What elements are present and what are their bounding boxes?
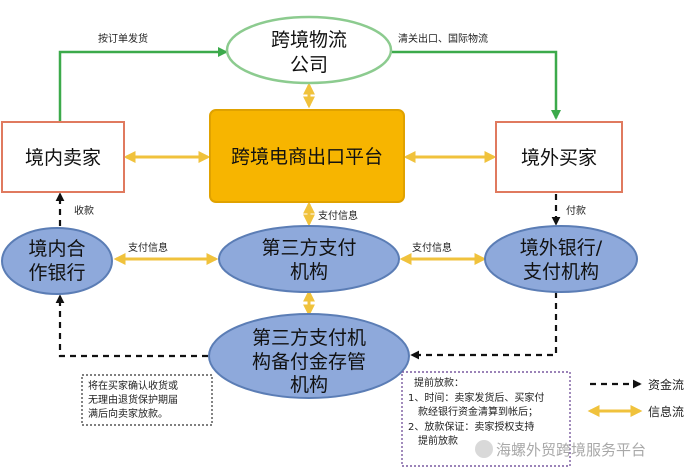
node-third-party-payment: 第三方支付 机构 xyxy=(218,225,400,293)
node-escrow: 第三方支付机 构备付金存管 机构 xyxy=(208,313,410,399)
note-right-line2: 款经银行资金清算到帐后； xyxy=(418,405,538,418)
legend: 资金流 信息流 xyxy=(587,377,684,419)
label-payment-info-right: 支付信息 xyxy=(412,241,452,254)
logistics-line2: 公司 xyxy=(290,54,328,76)
label-ship-by-order: 按订单发货 xyxy=(98,32,148,45)
arrow-escrow-to-bank xyxy=(55,294,208,358)
node-domestic-bank: 境内合 作银行 xyxy=(1,227,113,295)
node-logistics: 跨境物流 公司 xyxy=(225,15,393,85)
label-collect: 收款 xyxy=(74,204,94,217)
domestic-bank-line1: 境内合 xyxy=(28,238,85,260)
legend-funds-label: 资金流 xyxy=(648,377,684,392)
payment-line1: 第三方支付 xyxy=(261,237,356,259)
note-left: 将在买家确认收货或 无理由退货保护期届 满后向卖家放款。 xyxy=(81,374,213,426)
watermark-text: 海螺外贸跨境服务平台 xyxy=(496,441,646,459)
note-left-line1: 将在买家确认收货或 xyxy=(88,379,178,392)
label-customs-intl: 清关出口、国际物流 xyxy=(398,32,488,45)
label-payment-info-center: 支付信息 xyxy=(318,209,358,222)
logistics-line1: 跨境物流 xyxy=(271,29,347,51)
note-right-line1: 1、时间：卖家发货后、买家付 xyxy=(408,391,544,404)
domestic-seller-label: 境内卖家 xyxy=(25,147,101,169)
node-domestic-seller: 境内卖家 xyxy=(1,121,125,193)
platform-label: 跨境电商出口平台 xyxy=(231,146,383,168)
label-pay: 付款 xyxy=(566,204,586,217)
foreign-bank-line2: 支付机构 xyxy=(523,261,599,283)
node-platform: 跨境电商出口平台 xyxy=(209,109,405,203)
foreign-buyer-label: 境外买家 xyxy=(521,147,597,169)
escrow-line1: 第三方支付机 xyxy=(252,327,366,349)
note-left-line2: 无理由退货保护期届 xyxy=(88,393,178,406)
node-foreign-buyer: 境外买家 xyxy=(495,121,623,193)
legend-info-label: 信息流 xyxy=(648,404,684,419)
note-left-line3: 满后向卖家放款。 xyxy=(88,407,168,420)
escrow-line3: 机构 xyxy=(290,374,328,396)
escrow-line2: 构备付金存管 xyxy=(252,351,366,373)
arrow-logistics-to-buyer xyxy=(392,50,561,120)
watermark-icon xyxy=(475,440,493,458)
domestic-bank-line2: 作银行 xyxy=(28,262,85,284)
payment-line2: 机构 xyxy=(290,261,328,283)
foreign-bank-line1: 境外银行/ xyxy=(520,237,603,259)
note-right-title: 提前放款： xyxy=(414,376,464,389)
note-right-line4: 提前放款 xyxy=(418,434,458,447)
arrow-seller-to-logistics xyxy=(58,47,228,122)
note-right-line3: 2、放款保证：卖家授权支持 xyxy=(408,420,534,433)
node-foreign-bank: 境外银行/ 支付机构 xyxy=(484,225,638,293)
watermark: 海螺外贸跨境服务平台 xyxy=(475,440,646,459)
label-payment-info-left: 支付信息 xyxy=(128,241,168,254)
arrow-foreignbank-to-escrow xyxy=(410,292,558,360)
